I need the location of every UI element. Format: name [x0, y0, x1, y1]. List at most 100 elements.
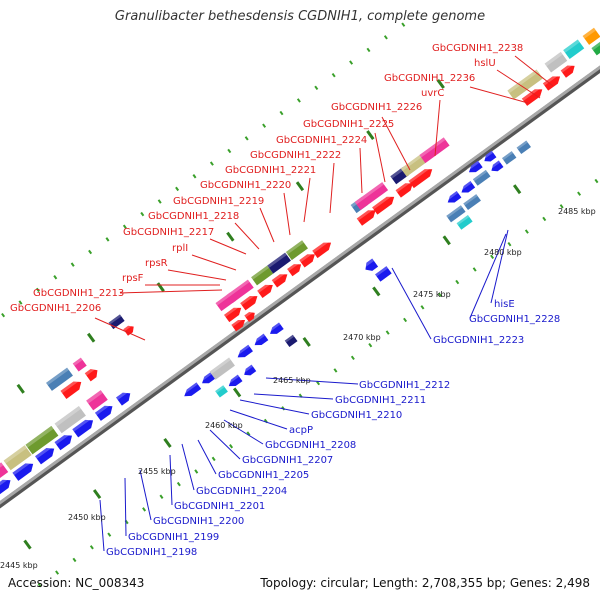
- gene-label-GbCGDNIH1_2210[interactable]: GbCGDNIH1_2210: [311, 410, 402, 421]
- guide-dot: [227, 148, 232, 154]
- bp-tick-mark: [226, 231, 235, 242]
- gene-label-GbCGDNIH1_2236[interactable]: GbCGDNIH1_2236: [384, 73, 475, 84]
- feature-gene: [560, 62, 575, 78]
- feature-block: [456, 215, 473, 230]
- feature-highlight: [251, 265, 270, 280]
- leader-line: [169, 454, 173, 506]
- tick-label-2460: 2460 kbp: [205, 421, 243, 430]
- gene-label-GbCGDNIH1_2217[interactable]: GbCGDNIH1_2217: [123, 227, 214, 238]
- feature-gene: [72, 357, 87, 372]
- gene-label-uvrC[interactable]: uvrC: [421, 88, 444, 99]
- gene-label-GbCGDNIH1_2200[interactable]: GbCGDNIH1_2200: [153, 516, 244, 527]
- feature-arrow: [461, 181, 476, 193]
- leader-line: [374, 132, 386, 183]
- gene-label-rpsF[interactable]: rpsF: [122, 273, 144, 284]
- feature-block: [46, 367, 73, 391]
- feature-highlight: [284, 334, 295, 343]
- feature-arrow: [240, 296, 258, 311]
- guide-dot: [385, 330, 390, 335]
- gene-label-GbCGDNIH1_2222[interactable]: GbCGDNIH1_2222: [250, 150, 341, 161]
- guide-dot: [403, 317, 408, 323]
- gene-label-GbCGDNIH1_2220[interactable]: GbCGDNIH1_2220: [200, 180, 291, 191]
- guide-dot: [211, 456, 216, 462]
- feature-highlight: [445, 191, 459, 202]
- feature-gene: [507, 69, 543, 100]
- feature-highlight: [489, 160, 501, 170]
- gene-label-hslU[interactable]: hslU: [474, 58, 496, 69]
- feature-arrow: [356, 210, 376, 226]
- guide-dot: [490, 254, 495, 260]
- gene-label-GbCGDNIH1_2221[interactable]: GbCGDNIH1_2221: [225, 165, 316, 176]
- gene-label-GbCGDNIH1_2238[interactable]: GbCGDNIH1_2238: [432, 43, 523, 54]
- feature-highlight: [72, 357, 83, 366]
- feature-arrow: [257, 284, 273, 299]
- bp-tick-mark: [436, 79, 445, 89]
- feature-arrow: [560, 65, 575, 78]
- gene-label-GbCGDNIH1_2225[interactable]: GbCGDNIH1_2225: [303, 119, 394, 130]
- feature-highlight: [400, 154, 423, 171]
- gene-label-acpP[interactable]: acpP: [289, 425, 313, 436]
- feature-gene: [25, 425, 59, 455]
- leader-line: [283, 192, 291, 236]
- guide-dot: [333, 368, 338, 373]
- feature-block: [544, 51, 568, 73]
- gene-label-GbCGDNIH1_2224[interactable]: GbCGDNIH1_2224: [276, 135, 367, 146]
- feature-gene: [542, 72, 561, 91]
- feature-highlight: [299, 250, 314, 263]
- feature-highlight: [54, 405, 81, 427]
- gene-label-GbCGDNIH1_2206[interactable]: GbCGDNIH1_2206: [10, 303, 101, 314]
- guide-dot: [246, 431, 251, 436]
- feature-highlight: [591, 39, 600, 51]
- gene-label-hisE[interactable]: hisE: [494, 299, 515, 310]
- guide-dot: [159, 494, 164, 499]
- gene-label-GbCGDNIH1_2208[interactable]: GbCGDNIH1_2208: [265, 440, 356, 451]
- guide-dot: [366, 47, 371, 53]
- feature-highlight: [215, 385, 225, 394]
- guide-dot: [594, 178, 599, 184]
- feature-highlight: [12, 459, 32, 476]
- feature-arrow: [287, 264, 302, 277]
- gene-label-GbCGDNIH1_2199[interactable]: GbCGDNIH1_2199: [128, 532, 219, 543]
- gene-label-GbCGDNIH1_2212[interactable]: GbCGDNIH1_2212: [359, 380, 450, 391]
- feature-highlight: [231, 316, 245, 327]
- gene-label-GbCGDNIH1_2213[interactable]: GbCGDNIH1_2213: [33, 288, 124, 299]
- feature-block: [419, 137, 450, 164]
- feature-highlight: [3, 445, 27, 464]
- leader-line: [124, 477, 127, 537]
- feature-gene: [241, 364, 257, 376]
- gene-label-GbCGDNIH1_2198[interactable]: GbCGDNIH1_2198: [106, 547, 197, 558]
- gene-label-GbCGDNIH1_2218[interactable]: GbCGDNIH1_2218: [148, 211, 239, 222]
- guide-dot: [559, 204, 564, 209]
- gene-label-GbCGDNIH1_2226[interactable]: GbCGDNIH1_2226: [331, 102, 422, 113]
- feature-gene: [116, 389, 131, 406]
- feature-gene: [3, 445, 32, 471]
- gene-label-GbCGDNIH1_2211[interactable]: GbCGDNIH1_2211: [335, 395, 426, 406]
- feature-block: [251, 265, 274, 286]
- bp-tick-mark: [302, 336, 311, 347]
- feature-arrow: [542, 76, 561, 91]
- feature-gene: [400, 154, 427, 177]
- feature-highlight: [84, 366, 97, 376]
- gene-label-rpsR[interactable]: rpsR: [145, 258, 168, 269]
- gene-label-GbCGDNIH1_2207[interactable]: GbCGDNIH1_2207: [242, 455, 333, 466]
- feature-gene: [215, 385, 228, 398]
- feature-gene: [287, 260, 302, 277]
- feature-highlight: [35, 444, 54, 459]
- gene-label-GbCGDNIH1_2201[interactable]: GbCGDNIH1_2201: [174, 501, 265, 512]
- tick-label-2465: 2465 kbp: [273, 376, 311, 385]
- gene-label-GbCGDNIH1_2223[interactable]: GbCGDNIH1_2223: [433, 335, 524, 346]
- feature-gene: [472, 169, 491, 186]
- gene-label-GbCGDNIH1_2204[interactable]: GbCGDNIH1_2204: [196, 486, 287, 497]
- gene-label-rplI[interactable]: rplI: [172, 243, 188, 254]
- guide-dot: [296, 98, 301, 103]
- feature-highlight: [224, 304, 241, 317]
- feature-gene: [231, 316, 246, 332]
- gene-label-GbCGDNIH1_2228[interactable]: GbCGDNIH1_2228: [469, 314, 560, 325]
- feature-gene: [54, 405, 86, 434]
- feature-block: [72, 357, 87, 372]
- feature-block: [375, 266, 392, 282]
- gene-label-GbCGDNIH1_2205[interactable]: GbCGDNIH1_2205: [218, 470, 309, 481]
- guide-dot: [194, 469, 199, 474]
- feature-gene: [72, 416, 94, 438]
- gene-label-GbCGDNIH1_2219[interactable]: GbCGDNIH1_2219: [173, 196, 264, 207]
